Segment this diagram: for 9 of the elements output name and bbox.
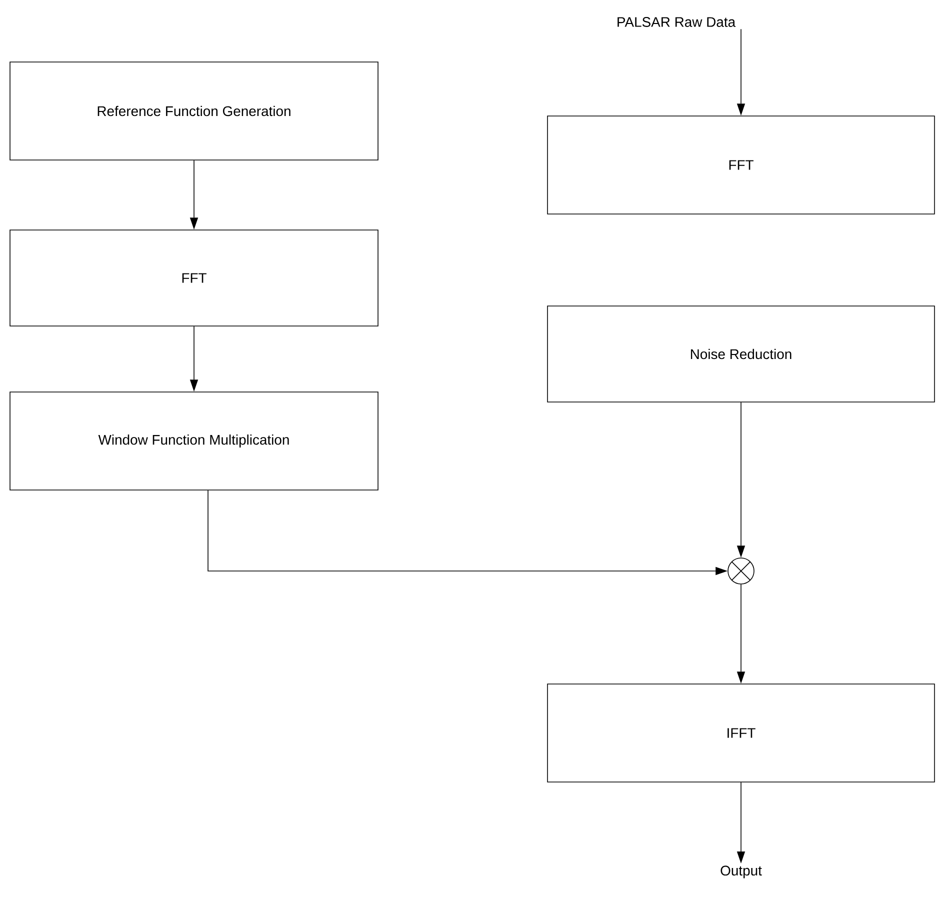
multiplier-circle (728, 558, 754, 584)
process-box: FFT (10, 230, 378, 326)
process-box: IFFT (547, 684, 935, 782)
flow-label: Output (720, 866, 762, 878)
process-box: FFT (547, 116, 935, 214)
process-box: Window Function Multiplication (10, 392, 378, 490)
flow-label: PALSAR Raw Data (618, 17, 736, 27)
process-box: Reference Function Generation (10, 62, 378, 160)
process-box: Noise Reduction (547, 306, 935, 402)
